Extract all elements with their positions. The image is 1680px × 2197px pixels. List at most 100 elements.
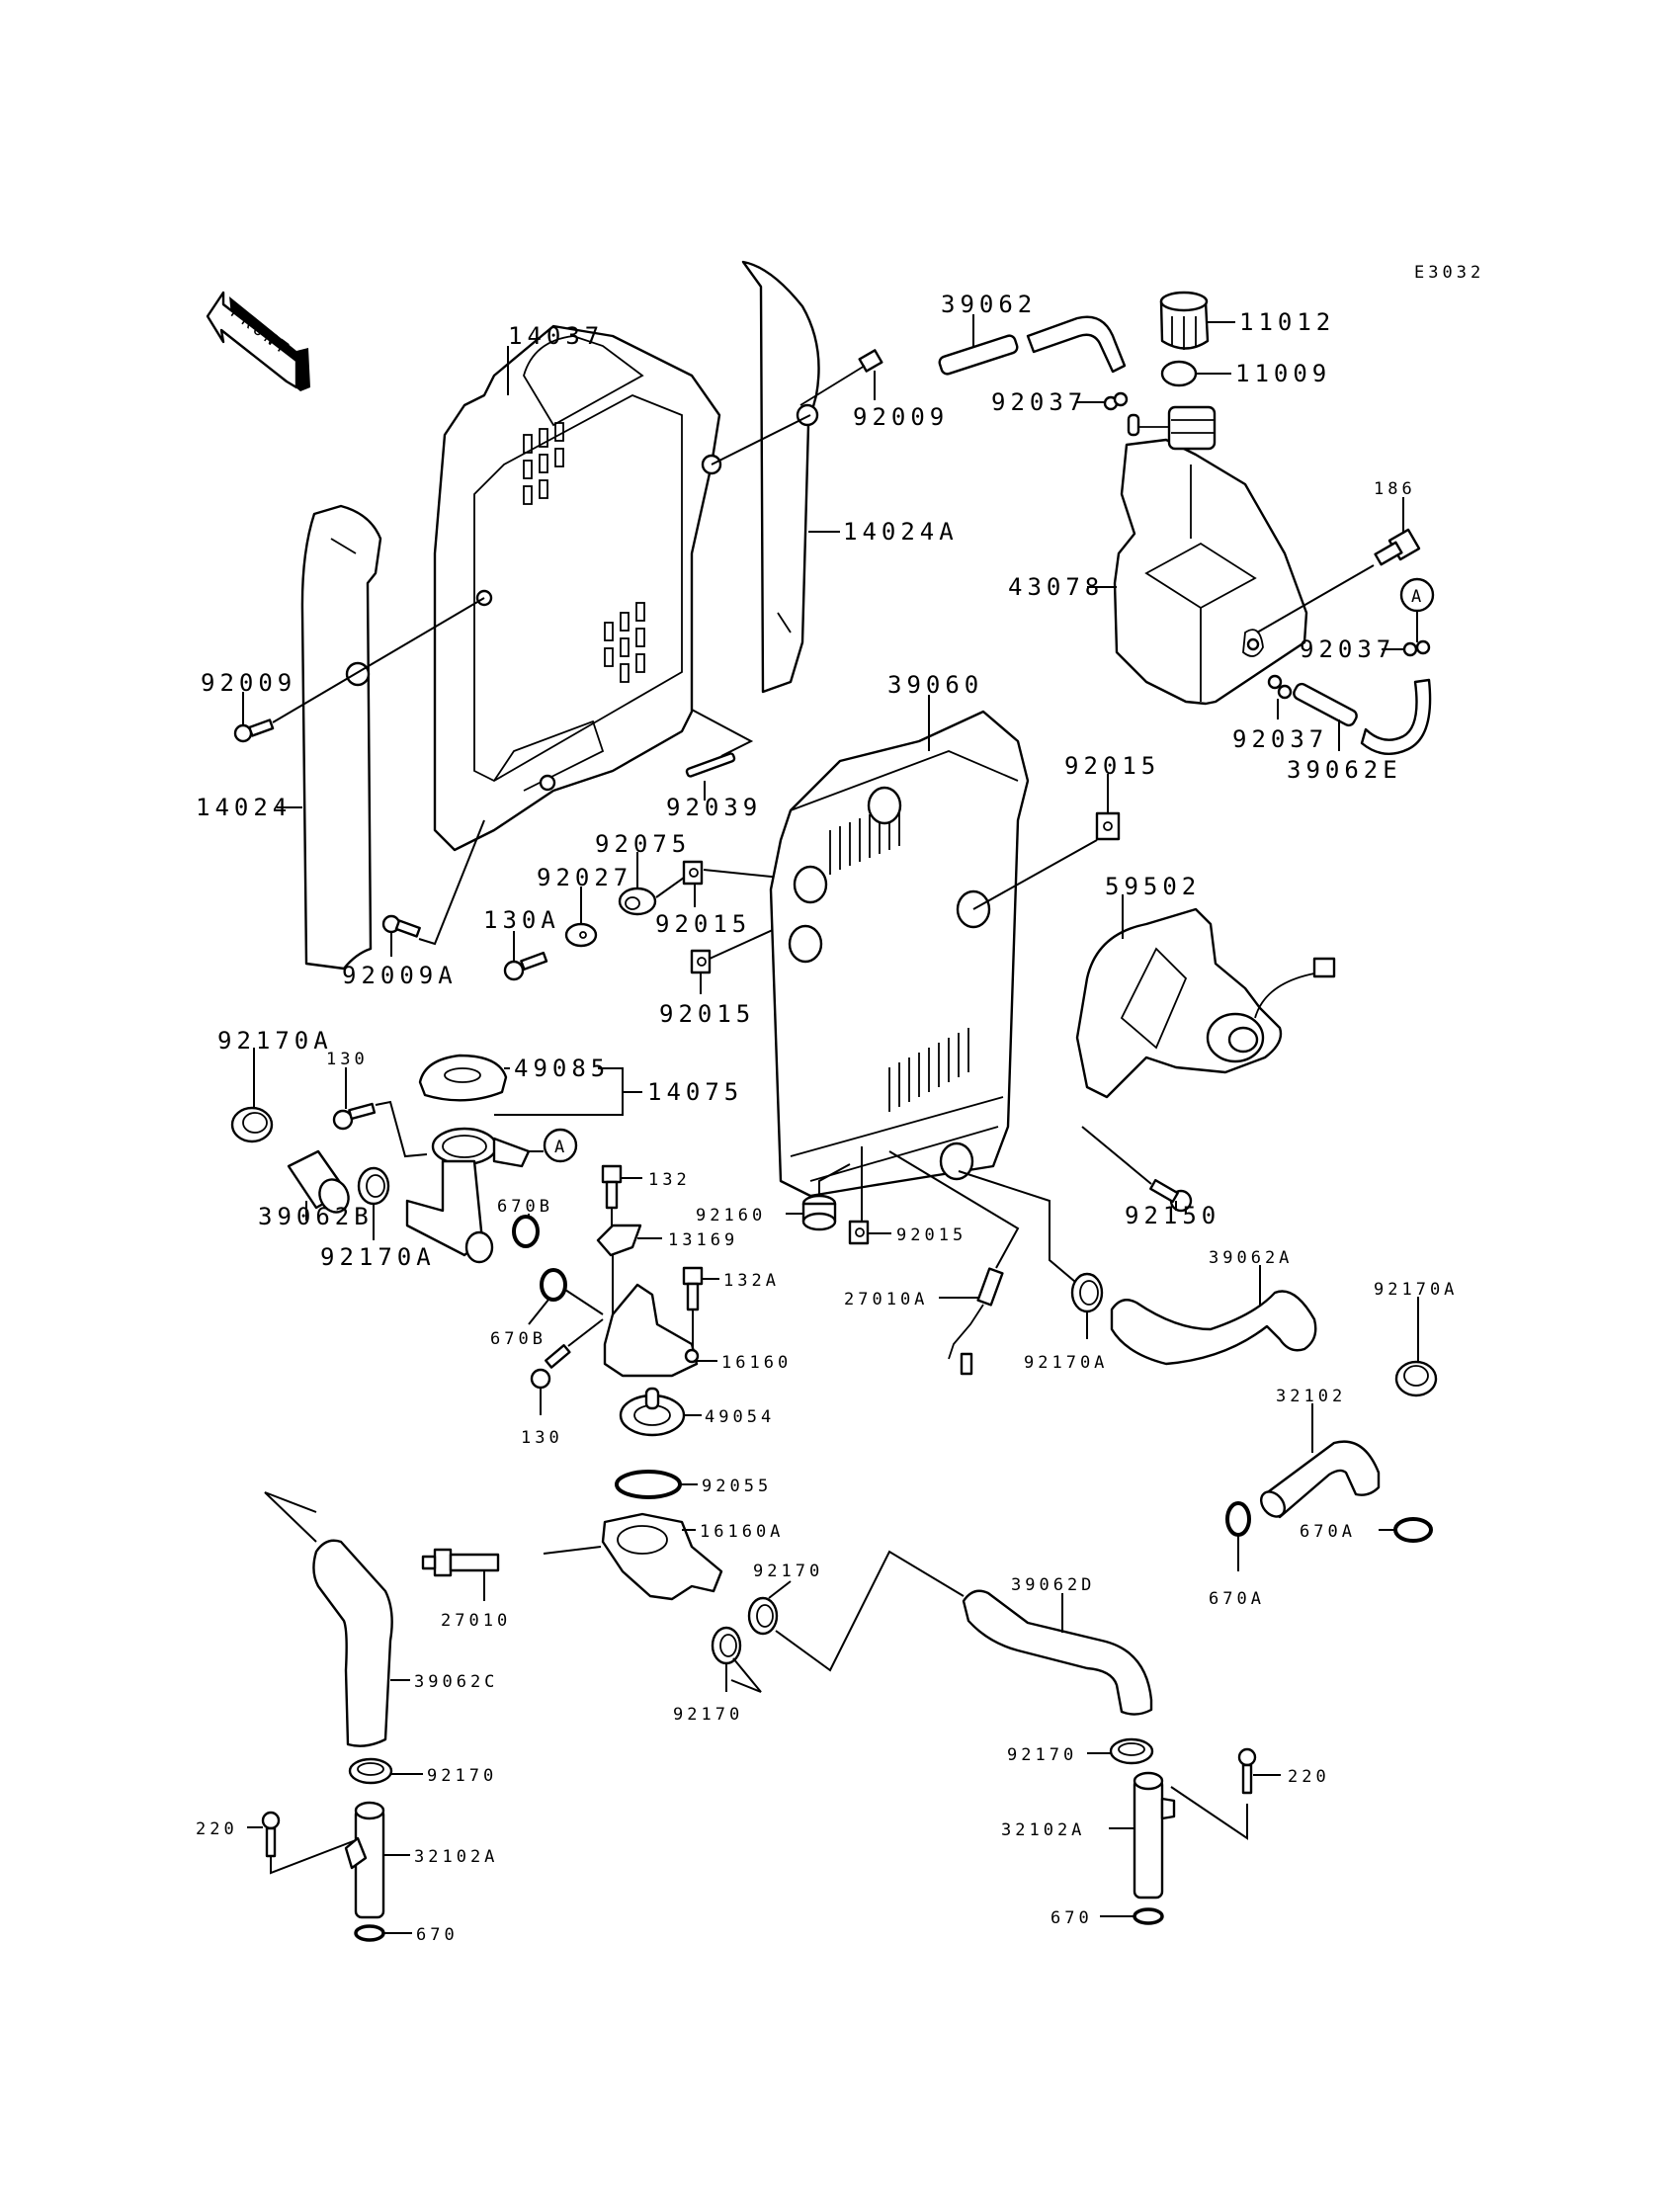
label-32102: 32102 xyxy=(1276,1387,1346,1406)
bracket-13169 xyxy=(596,1224,642,1257)
hose-39062b xyxy=(287,1149,350,1214)
hose-39062e xyxy=(1293,678,1432,755)
label-670-right: 670 xyxy=(1050,1908,1093,1928)
hose-39062a xyxy=(1110,1290,1317,1366)
label-92055: 92055 xyxy=(702,1477,772,1496)
grommet-92160 xyxy=(801,1194,837,1231)
reservoir-cap-11012 xyxy=(1159,291,1210,350)
label-186: 186 xyxy=(1374,479,1416,499)
label-92009a: 92009A xyxy=(342,962,458,989)
label-92009-top: 92009 xyxy=(853,403,949,431)
thermostat-cover-16160 xyxy=(603,1283,700,1378)
nut-92015-low xyxy=(848,1220,870,1245)
label-92170a-bl: 92170A xyxy=(320,1243,436,1271)
label-92170a-right: 92170A xyxy=(1374,1280,1458,1300)
marker-a-mid-text: A xyxy=(554,1138,568,1157)
pin-92039 xyxy=(685,752,736,778)
grommet-92075 xyxy=(618,887,657,916)
marker-a-top-text: A xyxy=(1411,587,1425,607)
reservoir-tank-43078 xyxy=(1113,405,1308,706)
water-pipe-32102a-right xyxy=(1133,1771,1176,1900)
o-ring-670b-low xyxy=(540,1268,567,1302)
clamp-92037-right xyxy=(1402,639,1431,657)
o-ring-670b-top xyxy=(512,1215,540,1248)
label-92170-midlow: 92170 xyxy=(673,1705,743,1725)
label-92170-left: 92170 xyxy=(427,1766,497,1786)
hose-clamp-92170-mid xyxy=(747,1596,779,1636)
label-92015-mid2: 92015 xyxy=(659,1000,755,1028)
label-92015-low: 92015 xyxy=(896,1225,966,1245)
hose-39062c xyxy=(312,1539,393,1747)
screw-220-right xyxy=(1237,1747,1257,1795)
bolt-130a xyxy=(503,951,548,981)
nut-92015-mid xyxy=(682,860,704,886)
label-92075: 92075 xyxy=(595,830,691,858)
label-92015-mid: 92015 xyxy=(655,910,751,938)
label-132a: 132A xyxy=(723,1271,780,1291)
label-92037-right: 92037 xyxy=(1300,635,1395,663)
label-670a-right: 670A xyxy=(1300,1522,1356,1542)
label-92037-top: 92037 xyxy=(991,388,1087,416)
label-39062c: 39062C xyxy=(414,1672,498,1692)
label-27010: 27010 xyxy=(441,1611,511,1631)
label-11009: 11009 xyxy=(1235,360,1331,387)
thermostat-49054 xyxy=(619,1387,686,1437)
front-arrow-icon: FRONT xyxy=(206,291,310,391)
bolt-130-low xyxy=(530,1344,571,1390)
radiator-39060 xyxy=(769,710,1030,1198)
label-92170-mid: 92170 xyxy=(753,1562,823,1581)
bolt-130-top xyxy=(332,1102,377,1131)
label-32102a-right: 32102A xyxy=(1001,1820,1085,1840)
label-32102a-left: 32102A xyxy=(414,1847,498,1867)
reference-marker-a-mid xyxy=(543,1128,578,1163)
hose-clamp-92170a-rad xyxy=(1070,1272,1104,1313)
label-16160: 16160 xyxy=(721,1353,792,1373)
label-27010a: 27010A xyxy=(844,1290,928,1310)
label-39062a: 39062A xyxy=(1209,1248,1293,1268)
label-130-low: 130 xyxy=(521,1428,563,1448)
label-16160a: 16160A xyxy=(700,1522,784,1542)
clamp-92037-low xyxy=(1267,674,1293,700)
hose-clamp-92170a-tl xyxy=(230,1106,274,1143)
label-92150: 92150 xyxy=(1125,1202,1220,1229)
temperature-sensor-27010 xyxy=(421,1548,500,1577)
hose-clamp-92170a-right xyxy=(1394,1360,1438,1397)
label-39062e: 39062E xyxy=(1287,756,1402,784)
label-14075: 14075 xyxy=(647,1078,743,1106)
label-92037-low: 92037 xyxy=(1232,725,1328,753)
label-39062d: 39062D xyxy=(1011,1575,1095,1595)
diagram-code: E3032 xyxy=(1414,263,1484,283)
water-pipe-32102 xyxy=(1259,1440,1381,1519)
label-92039: 92039 xyxy=(666,794,762,821)
label-132: 132 xyxy=(648,1170,691,1190)
label-11012: 11012 xyxy=(1239,308,1335,336)
bolt-92150 xyxy=(1149,1178,1193,1213)
label-220-right: 220 xyxy=(1288,1767,1330,1787)
label-39060: 39060 xyxy=(887,671,983,699)
clamp-92037-top xyxy=(1103,391,1129,411)
label-670a-low: 670A xyxy=(1209,1589,1265,1609)
screw-220-left xyxy=(261,1811,281,1858)
label-92009-left: 92009 xyxy=(201,669,296,697)
label-13169: 13169 xyxy=(668,1230,738,1250)
thermostat-housing-16160a xyxy=(601,1512,723,1601)
collar-92027 xyxy=(564,922,598,948)
gasket-11009 xyxy=(1160,360,1198,387)
bolt-132 xyxy=(601,1164,623,1210)
bolt-132a xyxy=(682,1266,704,1311)
o-ring-670-left xyxy=(354,1924,385,1942)
label-49085: 49085 xyxy=(514,1055,610,1082)
hose-clamp-92170-midlow xyxy=(711,1626,742,1665)
label-92170a-tl: 92170A xyxy=(217,1027,333,1055)
label-92170a-rad: 92170A xyxy=(1024,1353,1108,1373)
label-670b-top: 670B xyxy=(497,1197,553,1217)
screw-92009-left xyxy=(233,718,275,743)
o-ring-670-right xyxy=(1133,1907,1164,1925)
label-14024: 14024 xyxy=(196,794,292,821)
label-92015-right: 92015 xyxy=(1064,752,1160,780)
label-670-left: 670 xyxy=(416,1925,459,1945)
label-670b-low: 670B xyxy=(490,1329,546,1349)
radiator-shroud-14037 xyxy=(433,324,722,852)
fan-switch-27010a xyxy=(948,1267,1004,1376)
nut-92015-mid2 xyxy=(690,949,712,974)
